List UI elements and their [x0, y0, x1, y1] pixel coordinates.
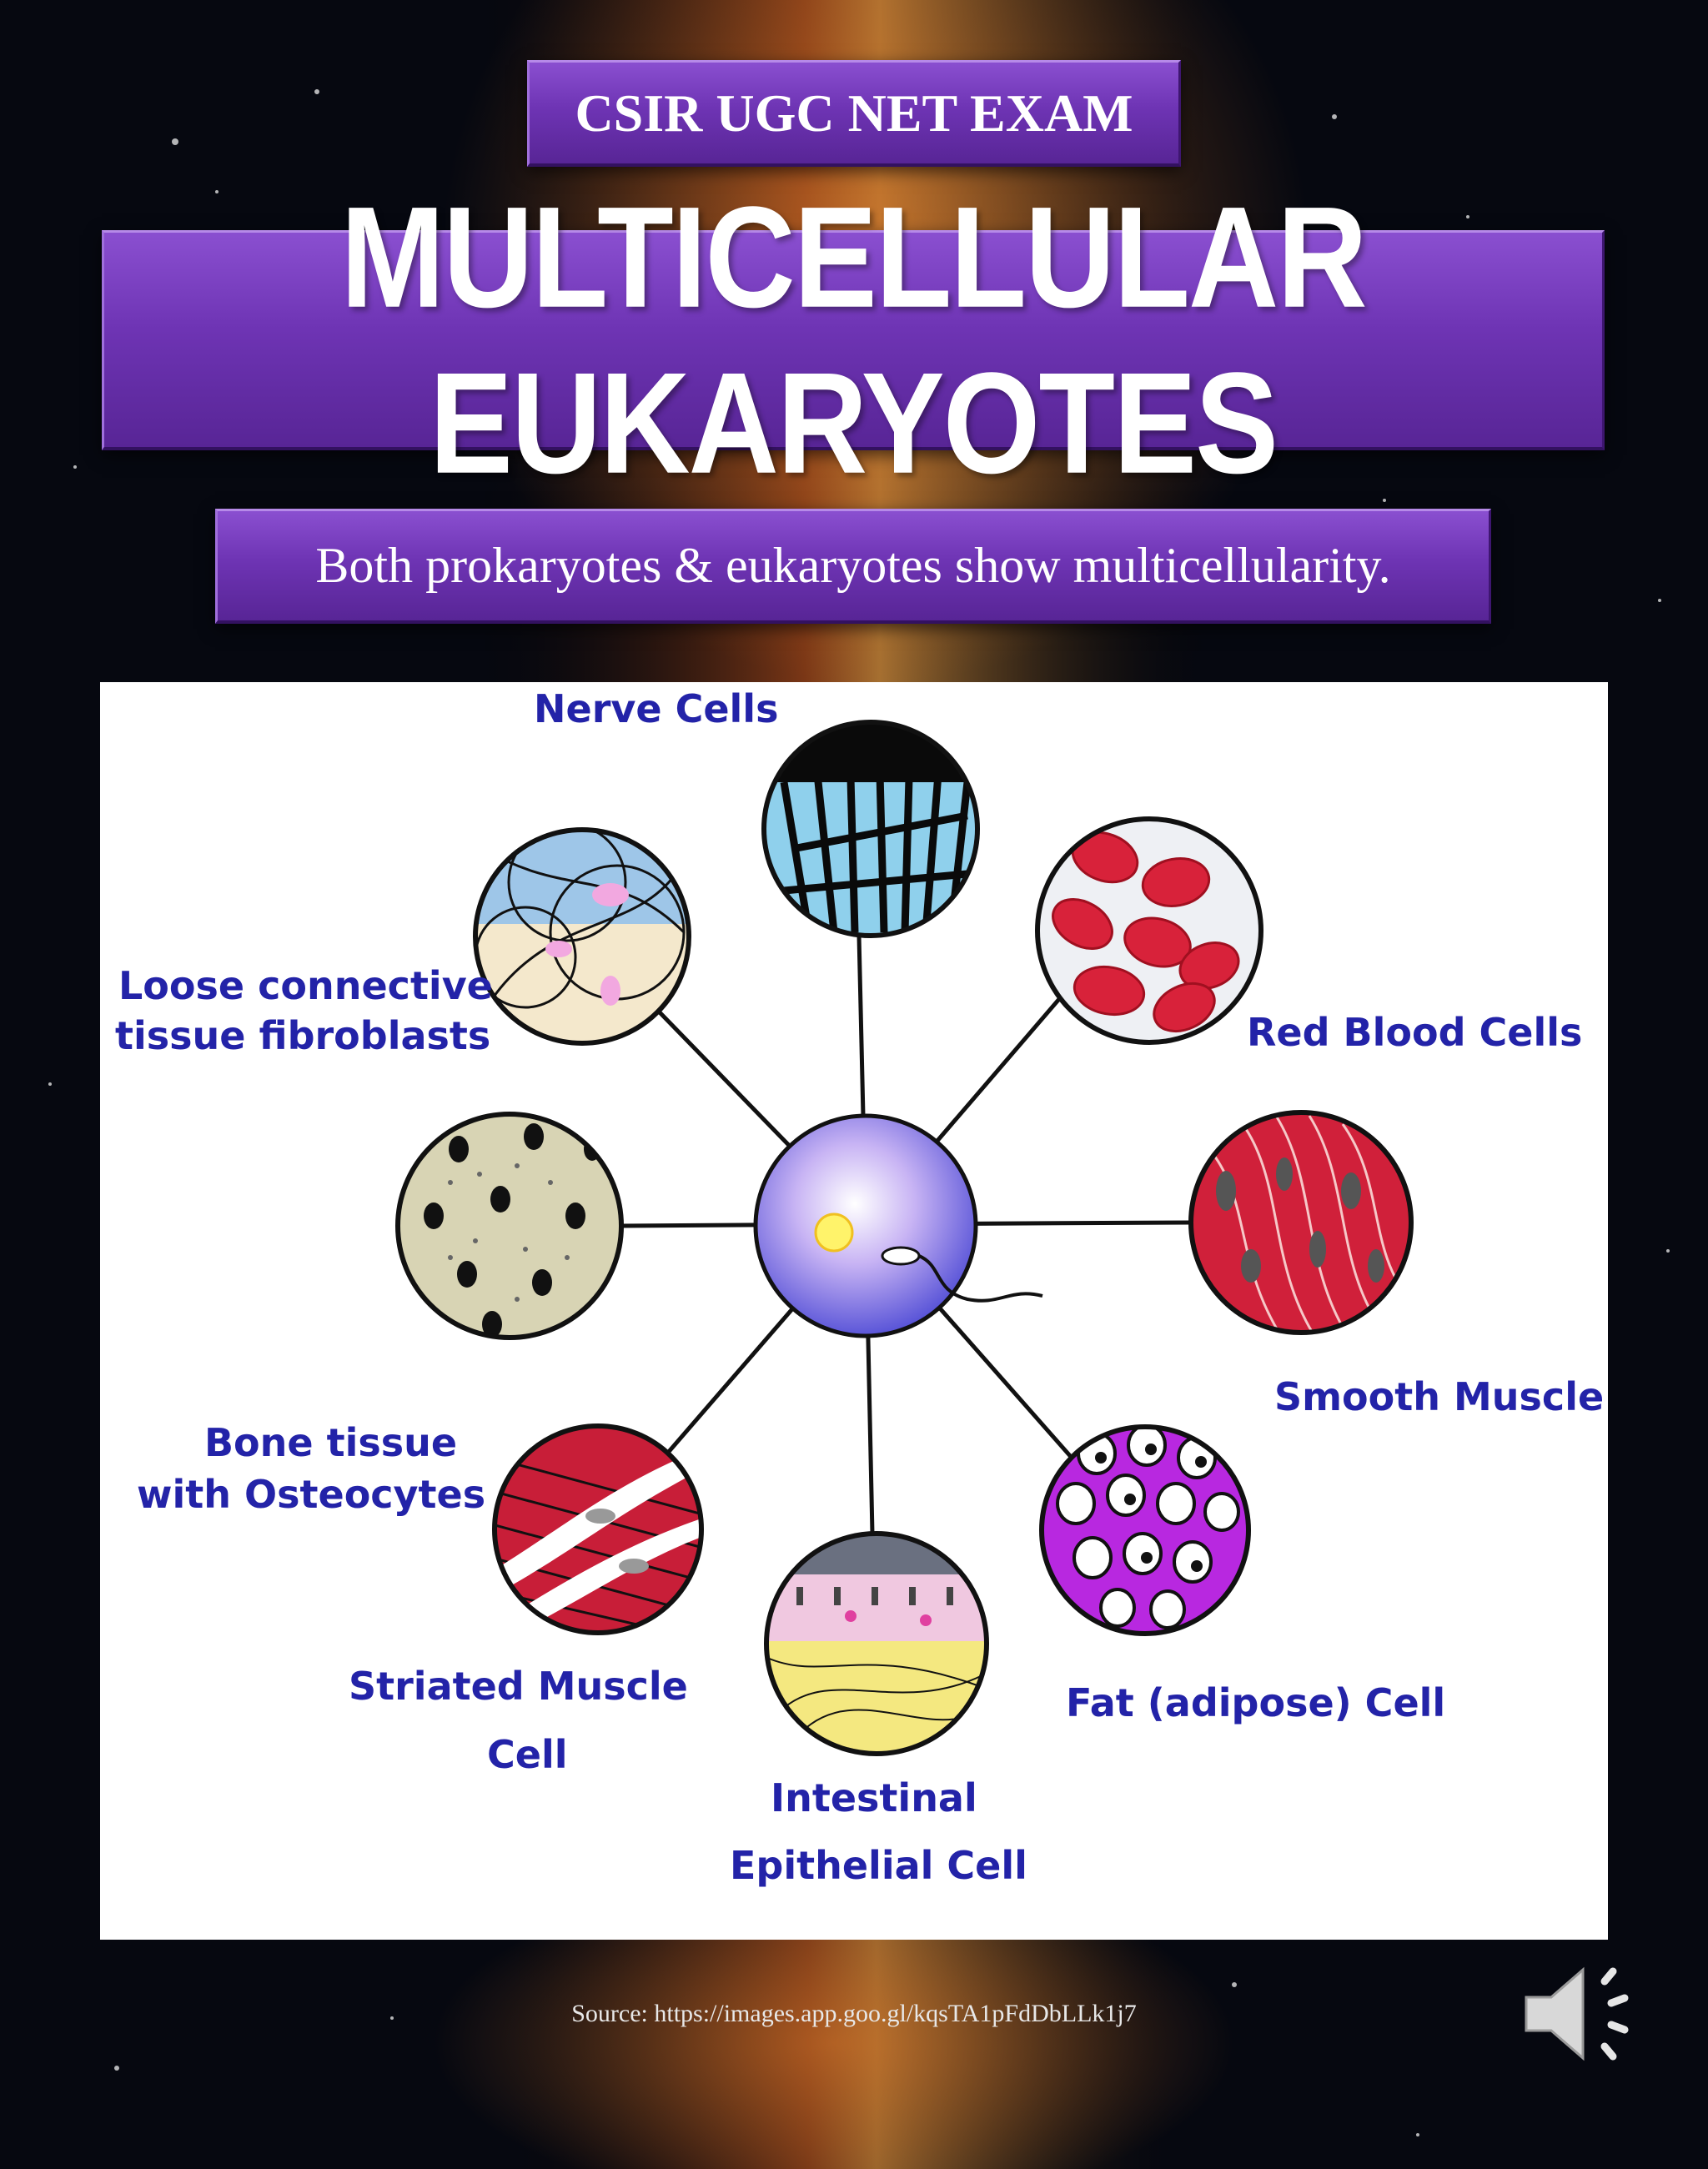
source-citation: Source: https://images.app.goo.gl/kqsTA1…	[571, 2000, 1137, 2027]
exam-label: CSIR UGC NET EXAM	[575, 83, 1133, 143]
subtitle-banner: Both prokaryotes & eukaryotes show multi…	[215, 509, 1491, 624]
nerve-cells-circle	[761, 720, 980, 938]
title-banner: MULTICELLULAR EUKARYOTES	[102, 176, 1605, 503]
speaker-icon[interactable]	[1518, 1951, 1651, 2076]
label-bone-tissue-1: Bone tissue	[204, 1420, 457, 1465]
label-bone-tissue-2: with Osteocytes	[137, 1472, 485, 1517]
loose-connective-tissue-circle	[473, 827, 691, 1046]
label-fat-cell: Fat (adipose) Cell	[1066, 1680, 1445, 1725]
central-eukaryotic-cell	[753, 1113, 1043, 1338]
label-smooth-muscle: Smooth Muscle	[1274, 1374, 1604, 1419]
label-intestinal-2: Epithelial Cell	[730, 1843, 1027, 1888]
label-intestinal-1: Intestinal	[771, 1775, 977, 1820]
label-nerve-cells: Nerve Cells	[534, 686, 778, 731]
page-title: MULTICELLULAR EUKARYOTES	[340, 175, 1367, 503]
subtitle: Both prokaryotes & eukaryotes show multi…	[315, 538, 1391, 593]
bone-tissue-circle	[395, 1112, 624, 1340]
red-blood-cells-circle	[1035, 816, 1263, 1045]
striated-muscle-circle	[492, 1423, 704, 1635]
label-striated-muscle-1: Striated Muscle	[349, 1664, 688, 1709]
label-loose-connective-2: tissue fibroblasts	[115, 1013, 490, 1058]
label-striated-muscle-2: Cell	[487, 1732, 568, 1777]
exam-banner: CSIR UGC NET EXAM	[527, 60, 1181, 167]
smooth-muscle-circle	[1188, 1110, 1414, 1335]
intestinal-epithelial-circle	[764, 1531, 989, 1756]
label-red-blood-cells: Red Blood Cells	[1247, 1010, 1582, 1055]
cell-types-diagram: Nerve Cells Red Blood Cells Loose connec…	[115, 686, 1604, 1888]
diagram-panel: Nerve Cells Red Blood Cells Loose connec…	[100, 682, 1608, 1940]
fat-cell-circle	[1039, 1424, 1251, 1636]
label-loose-connective-1: Loose connective	[118, 963, 493, 1008]
